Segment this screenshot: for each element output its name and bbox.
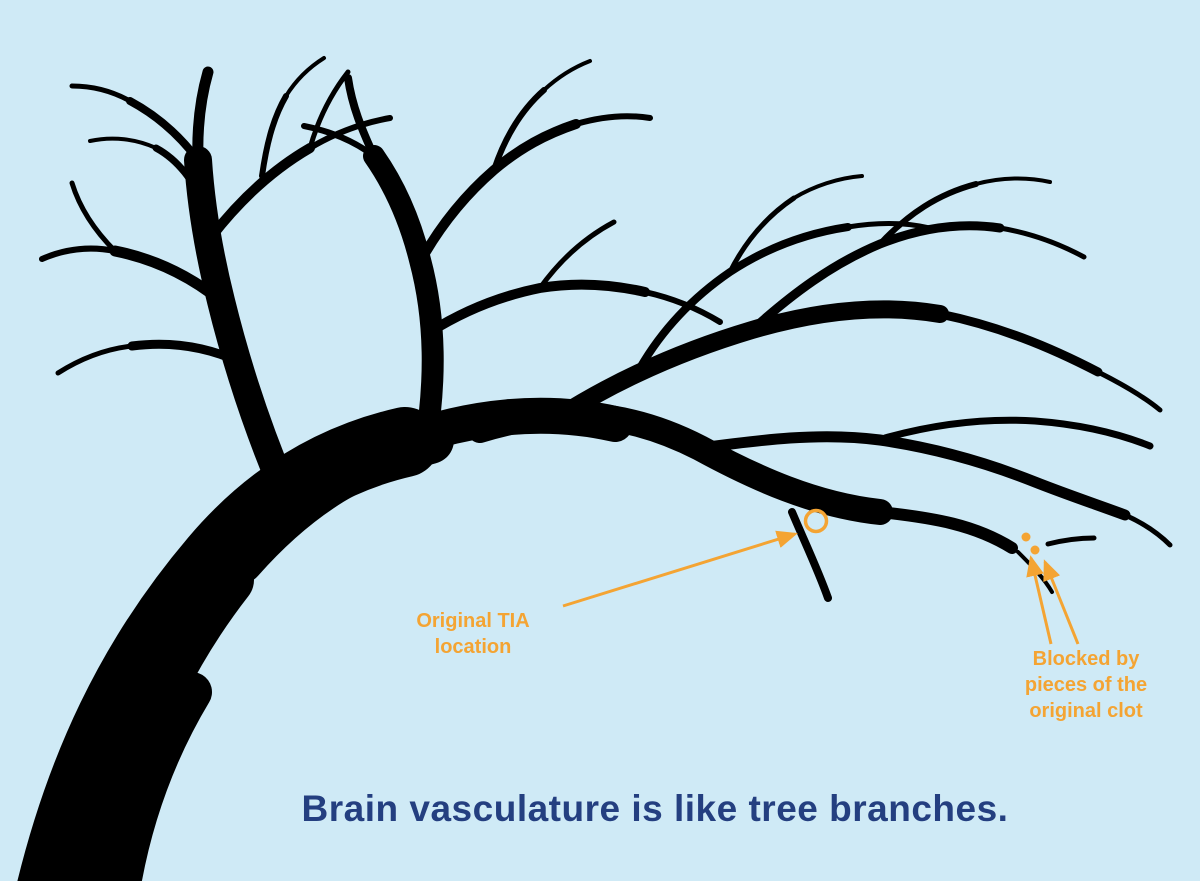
tia-circle-marker xyxy=(803,508,829,534)
clot-label: Blocked by pieces of the original clot xyxy=(1004,646,1168,724)
annotation-marks xyxy=(562,508,1080,645)
clot-dot-2 xyxy=(1030,545,1040,555)
clot-label-line3: original clot xyxy=(1029,700,1143,722)
tia-label-line1: Original TIA xyxy=(416,610,530,632)
clot-arrow-2 xyxy=(1043,559,1080,645)
tia-arrow xyxy=(562,530,798,608)
clot-arrow-1 xyxy=(1026,555,1053,645)
clot-label-line2: pieces of the xyxy=(1024,674,1148,696)
clot-label-line1: Blocked by xyxy=(1032,648,1140,670)
tia-label: Original TIA location xyxy=(392,608,554,660)
tia-label-line2: location xyxy=(434,636,512,658)
caption: Brain vasculature is like tree branches. xyxy=(301,788,1009,829)
clot-dot-1 xyxy=(1021,532,1031,542)
tree-silhouette xyxy=(17,56,1173,881)
